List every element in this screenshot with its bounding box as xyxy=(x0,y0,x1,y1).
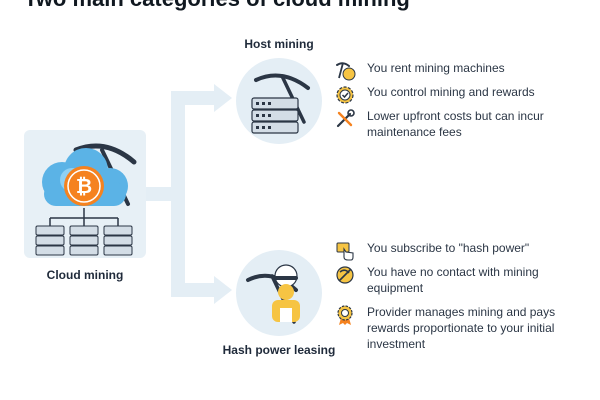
hash-leasing-circle xyxy=(236,250,322,336)
award-medal-icon xyxy=(337,305,353,325)
host-feature-2-text: You control mining and rewards xyxy=(367,85,535,99)
svg-text:₿: ₿ xyxy=(76,174,92,198)
wrench-screwdriver-icon xyxy=(336,109,355,128)
pickaxe-coin-icon xyxy=(336,62,356,81)
host-feature-1-text: You rent mining machines xyxy=(367,61,505,75)
hash-feature-3: Provider manages mining and pays rewards… xyxy=(334,304,587,352)
hash-feature-2: You have no contact with mining equipmen… xyxy=(334,264,587,296)
cloud-bitcoin-icon: ₿ xyxy=(35,143,137,256)
hash-feature-1: You subscribe to "hash power" xyxy=(334,240,587,262)
host-feature-3-text: Lower upfront costs but can incur mainte… xyxy=(367,109,544,139)
hash-feature-3-text: Provider manages mining and pays rewards… xyxy=(367,305,556,351)
host-feature-1: You rent mining machines xyxy=(334,60,587,82)
server-pickaxe-icon xyxy=(251,73,310,134)
page-title: Two main categories of cloud mining xyxy=(24,0,410,12)
hand-pointer-icon xyxy=(336,242,354,261)
host-mining-label: Host mining xyxy=(244,37,314,51)
hash-leasing-label: Hash power leasing xyxy=(222,343,336,357)
host-mining-circle xyxy=(236,58,322,144)
host-feature-2: You control mining and rewards xyxy=(334,84,587,106)
hash-feature-2-text: You have no contact with mining equipmen… xyxy=(367,265,539,295)
miner-pickaxe-icon xyxy=(246,264,300,324)
no-contact-icon xyxy=(336,266,354,284)
gear-check-icon xyxy=(336,86,354,104)
host-feature-3: Lower upfront costs but can incur mainte… xyxy=(334,108,587,140)
cloud-mining-label: Cloud mining xyxy=(46,268,124,282)
cloud-mining-card: ₿ xyxy=(24,130,146,258)
hash-feature-1-text: You subscribe to "hash power" xyxy=(367,241,530,255)
